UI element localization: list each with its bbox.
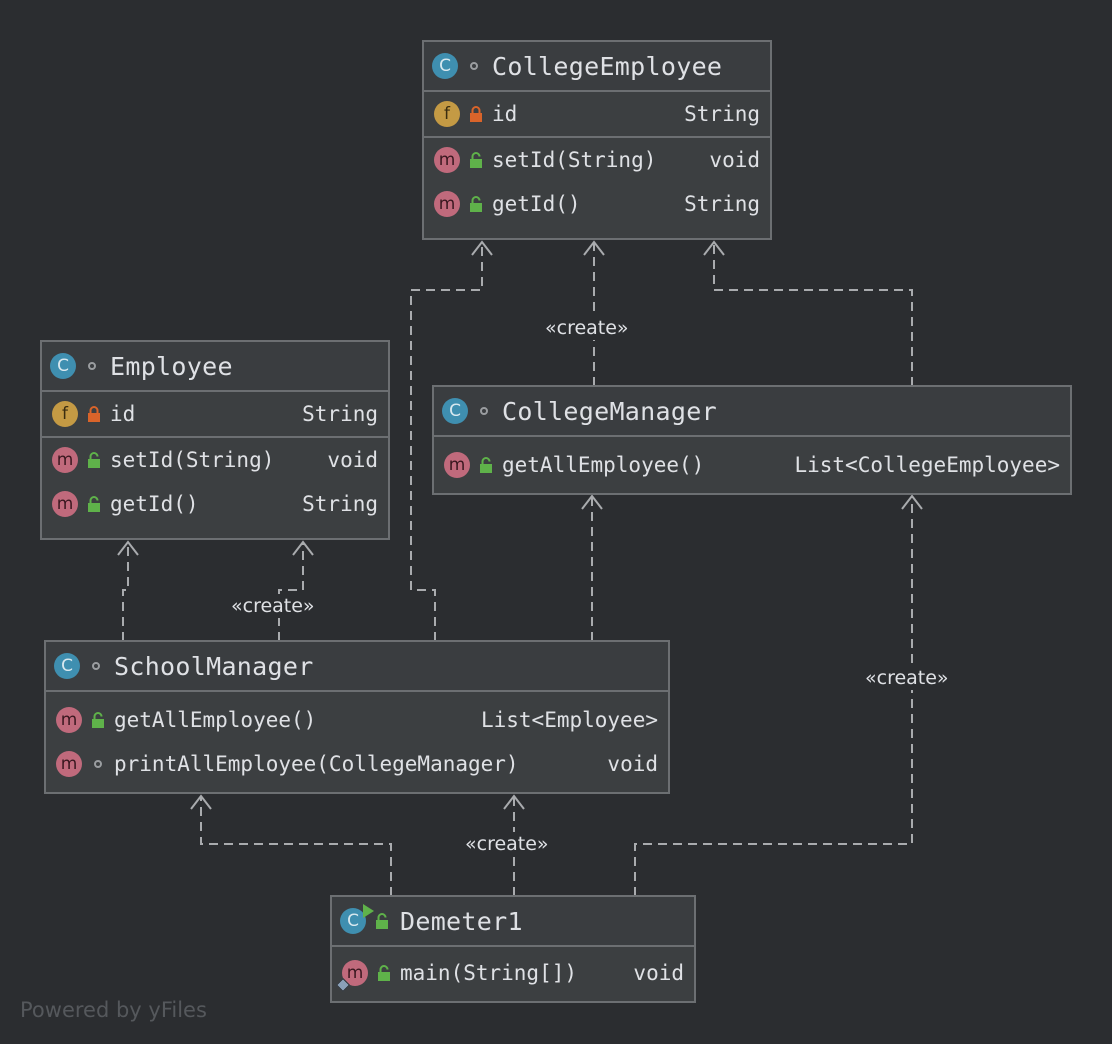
public-lock-icon [86, 452, 102, 468]
class-employee[interactable]: C Employee f id String m setId(String) v… [40, 340, 390, 540]
edge-schoolmanager-collegeemployee [410, 242, 483, 641]
method-row[interactable]: m setId(String) void [42, 438, 388, 482]
edge-demeter-schoolmanager [200, 796, 392, 896]
class-icon: C [442, 398, 468, 424]
public-lock-icon [90, 712, 106, 728]
class-header: C CollegeEmployee [424, 42, 770, 92]
class-header: C Demeter1 [332, 897, 694, 947]
package-visibility-icon [466, 58, 482, 74]
public-lock-icon [468, 152, 484, 168]
arrowhead [503, 794, 525, 810]
method-icon: m [52, 447, 78, 473]
method-row[interactable]: m main(String[]) void [332, 951, 694, 995]
arrowhead [581, 494, 603, 510]
method-row[interactable]: m getId() String [42, 482, 388, 526]
methods-section: m setId(String) void m getId() String [424, 138, 770, 226]
powered-by-footer: Powered by yFiles [20, 998, 207, 1022]
private-lock-icon [468, 106, 484, 122]
static-method-icon: m [335, 960, 368, 993]
methods-section: m getAllEmployee() List<CollegeEmployee> [434, 437, 1070, 487]
package-visibility-icon [88, 658, 104, 674]
arrowhead [117, 540, 139, 556]
methods-section: m setId(String) void m getId() String [42, 438, 388, 526]
class-college-employee[interactable]: C CollegeEmployee f id String m setId(St… [422, 40, 772, 240]
public-lock-icon [86, 496, 102, 512]
package-visibility-icon [90, 756, 106, 772]
public-lock-icon [478, 457, 494, 473]
package-visibility-icon [84, 358, 100, 374]
create-label: «create» [463, 832, 551, 856]
class-college-manager[interactable]: C CollegeManager m getAllEmployee() List… [432, 385, 1072, 495]
field-row[interactable]: f id String [42, 392, 388, 436]
edge-schoolmanager-employee-create [278, 542, 304, 641]
class-icon: C [54, 653, 80, 679]
class-demeter1[interactable]: C Demeter1 m main(String[]) void [330, 895, 696, 1003]
fields-section: f id String [42, 392, 388, 438]
method-icon: m [52, 491, 78, 517]
arrowhead [471, 240, 493, 256]
create-label: «create» [863, 666, 951, 690]
edge-demeter-collegemanager-create [634, 496, 913, 896]
methods-section: m main(String[]) void [332, 947, 694, 995]
field-icon: f [434, 101, 460, 127]
class-school-manager[interactable]: C SchoolManager m getAllEmployee() List<… [44, 640, 670, 794]
class-name: Employee [110, 351, 233, 381]
class-header: C CollegeManager [434, 387, 1070, 437]
method-icon: m [444, 452, 470, 478]
private-lock-icon [86, 406, 102, 422]
public-lock-icon [468, 196, 484, 212]
methods-section: m getAllEmployee() List<Employee> m prin… [46, 692, 668, 786]
public-lock-icon [376, 965, 392, 981]
class-name: CollegeManager [502, 396, 717, 426]
class-header: C SchoolManager [46, 642, 668, 692]
class-icon: C [432, 53, 458, 79]
edge-schoolmanager-employee [122, 542, 129, 641]
runnable-class-icon: C [340, 904, 374, 934]
method-row[interactable]: m getId() String [424, 182, 770, 226]
arrowhead [583, 240, 605, 256]
arrowhead [190, 794, 212, 810]
class-header: C Employee [42, 342, 388, 392]
class-name: Demeter1 [400, 906, 523, 936]
method-row[interactable]: m printAllEmployee(CollegeManager) void [46, 742, 668, 786]
create-label: «create» [543, 316, 631, 340]
method-icon: m [434, 191, 460, 217]
class-name: CollegeEmployee [492, 51, 723, 81]
method-row[interactable]: m getAllEmployee() List<CollegeEmployee> [434, 443, 1070, 487]
method-icon: m [434, 147, 460, 173]
create-label: «create» [229, 594, 317, 618]
arrowhead [703, 240, 725, 256]
method-icon: m [56, 751, 82, 777]
class-name: SchoolManager [114, 651, 314, 681]
method-row[interactable]: m setId(String) void [424, 138, 770, 182]
public-lock-icon [374, 913, 390, 929]
package-visibility-icon [476, 403, 492, 419]
field-row[interactable]: f id String [424, 92, 770, 136]
arrowhead [901, 494, 923, 510]
edge-collegemanager-collegeemployee [713, 242, 913, 386]
class-icon: C [50, 353, 76, 379]
fields-section: f id String [424, 92, 770, 138]
field-icon: f [52, 401, 78, 427]
method-row[interactable]: m getAllEmployee() List<Employee> [46, 698, 668, 742]
method-icon: m [56, 707, 82, 733]
arrowhead [292, 540, 314, 556]
